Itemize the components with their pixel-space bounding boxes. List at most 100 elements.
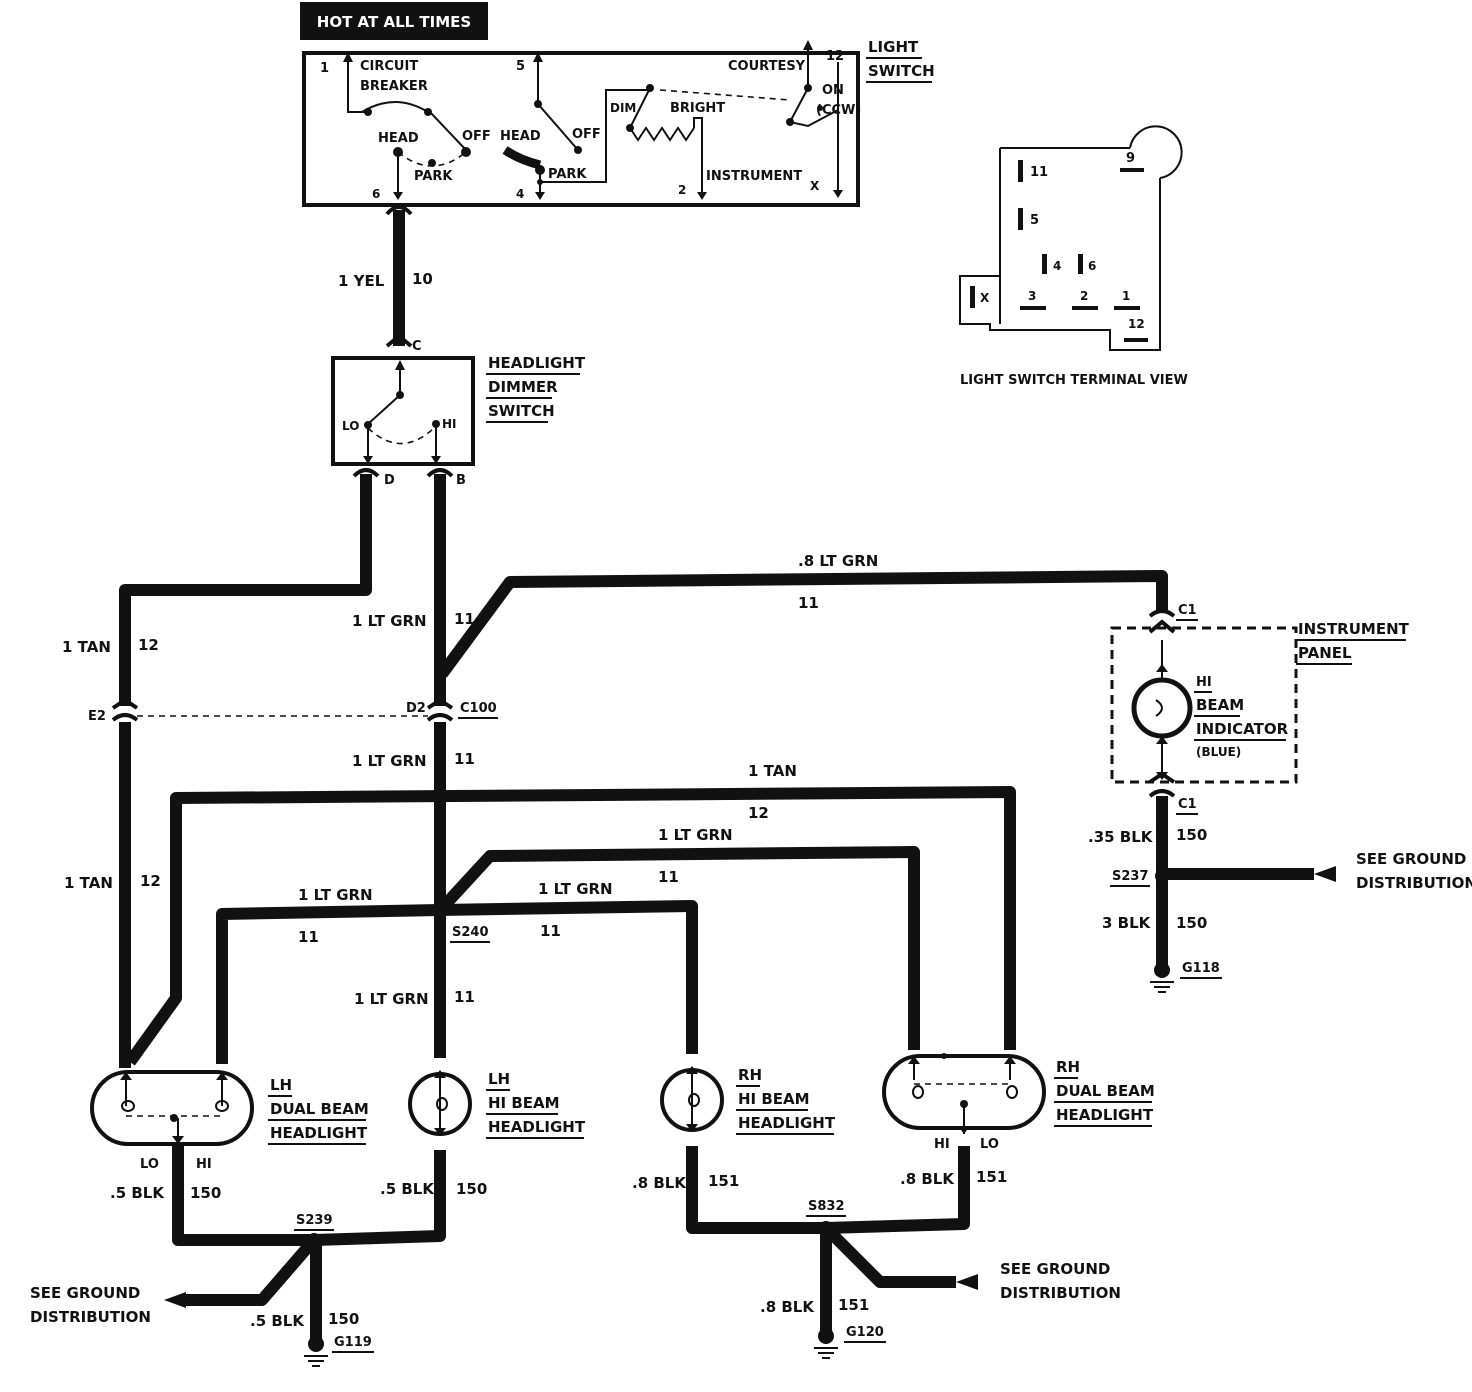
instrument-panel: INSTRUMENT PANEL HI BEAM INDICATOR (BLUE… [1110, 620, 1410, 784]
label-blk8-ckt-1: 151 [708, 1172, 739, 1190]
rh-hi-title-3: HEADLIGHT [738, 1114, 836, 1132]
label-blk8-size-2: .8 BLK [900, 1170, 955, 1188]
ls-ccw-label: (CCW) [816, 103, 861, 118]
headlight-dimmer-switch: LO HI C D B HEADLIGHT DIMMER SWITCH [331, 339, 586, 488]
label-ltgrn8-ckt: 11 [798, 594, 819, 612]
ground-ref-center-2: DISTRIBUTION [1000, 1284, 1121, 1302]
term-5: 5 [1030, 213, 1039, 228]
hot-banner-text: HOT AT ALL TIMES [317, 13, 471, 31]
label-yel-ckt: 10 [412, 270, 433, 288]
label-blk5-size-3: .5 BLK [250, 1312, 305, 1330]
label-tan-ckt-2: 12 [748, 804, 769, 822]
term-12: 12 [1128, 317, 1145, 331]
ground-g118-icon [1150, 962, 1174, 993]
label-ltgrn-size-6: 1 LT GRN [354, 990, 429, 1008]
terminal-view-caption: LIGHT SWITCH TERMINAL VIEW [960, 373, 1188, 388]
ls-dim-label: DIM [610, 101, 636, 115]
dimmer-pin-d: D [384, 473, 395, 488]
label-tan-size-3: 1 TAN [64, 874, 113, 892]
lh-hi-title-2: HI BEAM [488, 1094, 560, 1112]
lh-dual-lo-label: LO [140, 1157, 159, 1172]
label-s237: S237 [1112, 869, 1149, 884]
connectors [111, 205, 1176, 1247]
label-tan-size-2: 1 TAN [748, 762, 797, 780]
rh-dual-title-2: DUAL BEAM [1056, 1082, 1155, 1100]
label-blk35-size: .35 BLK [1088, 828, 1154, 846]
dimmer-lo-label: LO [342, 419, 359, 433]
light-switch-title-1: LIGHT [868, 38, 919, 56]
term-x: X [980, 291, 990, 305]
lh-dual-hi-label: HI [196, 1157, 212, 1172]
ls-pin-5: 5 [516, 59, 525, 74]
dimmer-pin-b: B [456, 473, 466, 488]
ls-circuit-label: CIRCUIT [360, 59, 418, 74]
label-s239: S239 [296, 1213, 333, 1228]
term-11: 11 [1030, 165, 1048, 180]
wire-blk-150-ground-ref [186, 1236, 319, 1306]
label-ltgrn-size-2: 1 LT GRN [352, 752, 427, 770]
label-blk5-ckt-1: 150 [190, 1184, 221, 1202]
ls-park-label-1: PARK [414, 169, 453, 184]
label-d2: D2 [406, 701, 426, 716]
light-switch: 1 CIRCUIT BREAKER HEAD OFF PARK 5 HEAD O… [302, 38, 935, 207]
ground-g120-icon [814, 1328, 838, 1359]
term-2: 2 [1080, 289, 1088, 303]
ls-off-label-2: OFF [572, 127, 601, 142]
label-blk5-ckt-3: 150 [328, 1310, 359, 1328]
splice-s832 [819, 1221, 833, 1235]
wire-ltgrn-11-rh-hi [439, 900, 698, 1054]
dimmer-hi-label: HI [442, 417, 457, 431]
ls-pin-1: 1 [320, 61, 329, 76]
label-ltgrn-ckt-3: 11 [658, 868, 679, 886]
label-e2: E2 [88, 709, 106, 724]
label-ltgrn-ckt-4: 11 [298, 928, 319, 946]
label-ltgrn-size-5: 1 LT GRN [538, 880, 613, 898]
label-ltgrn8-size: .8 LT GRN [798, 552, 878, 570]
rh-hi-title-1: RH [738, 1066, 762, 1084]
splice-s239 [307, 1233, 321, 1247]
lh-hi-title-3: HEADLIGHT [488, 1118, 586, 1136]
lh-hi-beam-headlight: LH HI BEAM HEADLIGHT [408, 1070, 586, 1139]
ground-ref-left-2: DISTRIBUTION [30, 1308, 151, 1326]
ls-pin-4: 4 [516, 187, 524, 201]
ls-pin-2: 2 [678, 183, 686, 197]
label-blk3-ckt: 150 [1176, 914, 1207, 932]
splice-s237 [1155, 869, 1169, 883]
label-blk5-ckt-2: 150 [456, 1180, 487, 1198]
label-ltgrn-size-3: 1 LT GRN [658, 826, 733, 844]
wire-tan-12-upper [119, 474, 372, 706]
label-blk8-ckt-2: 151 [976, 1168, 1007, 1186]
wire-labels: 1 YEL 10 1 TAN 12 1 LT GRN 11 .8 LT GRN … [30, 270, 1472, 1353]
ls-on-label: ON [822, 83, 844, 98]
label-c100: C100 [460, 701, 497, 716]
label-c1-top: C1 [1178, 603, 1197, 618]
splice-s240 [433, 903, 447, 917]
label-tan-ckt-1: 12 [138, 636, 159, 654]
lh-dual-beam-headlight: LO HI LH DUAL BEAM HEADLIGHT [90, 1070, 369, 1172]
ls-breaker-label: BREAKER [360, 79, 428, 94]
label-g118: G118 [1182, 961, 1220, 976]
wire-ltgrn-11-rh-dual [439, 846, 920, 1050]
ls-head-label-1: HEAD [378, 131, 419, 146]
dimmer-title-1: HEADLIGHT [488, 354, 586, 372]
rh-hi-beam-headlight: RH HI BEAM HEADLIGHT [660, 1066, 836, 1135]
label-g119: G119 [334, 1335, 372, 1350]
ls-park-label-2: PARK [548, 167, 587, 182]
ground-ref-arrows [164, 866, 1336, 1308]
wire-ltgrn8-11 [437, 570, 1168, 678]
label-blk8-size-3: .8 BLK [760, 1298, 815, 1316]
term-3: 3 [1028, 289, 1036, 303]
label-ltgrn-ckt-2: 11 [454, 750, 475, 768]
dimmer-pin-c: C [412, 339, 422, 354]
wire-blk-151-ground-ref [821, 1223, 956, 1288]
rh-hi-title-2: HI BEAM [738, 1090, 810, 1108]
term-1: 1 [1122, 289, 1130, 303]
dimmer-title-3: SWITCH [488, 402, 555, 420]
ls-pin-x: X [810, 179, 820, 193]
instrument-panel-title-2: PANEL [1298, 644, 1352, 662]
label-s240: S240 [452, 925, 489, 940]
lh-dual-title-2: DUAL BEAM [270, 1100, 369, 1118]
ls-bright-label: BRIGHT [670, 101, 725, 116]
label-ltgrn-size-4: 1 LT GRN [298, 886, 373, 904]
